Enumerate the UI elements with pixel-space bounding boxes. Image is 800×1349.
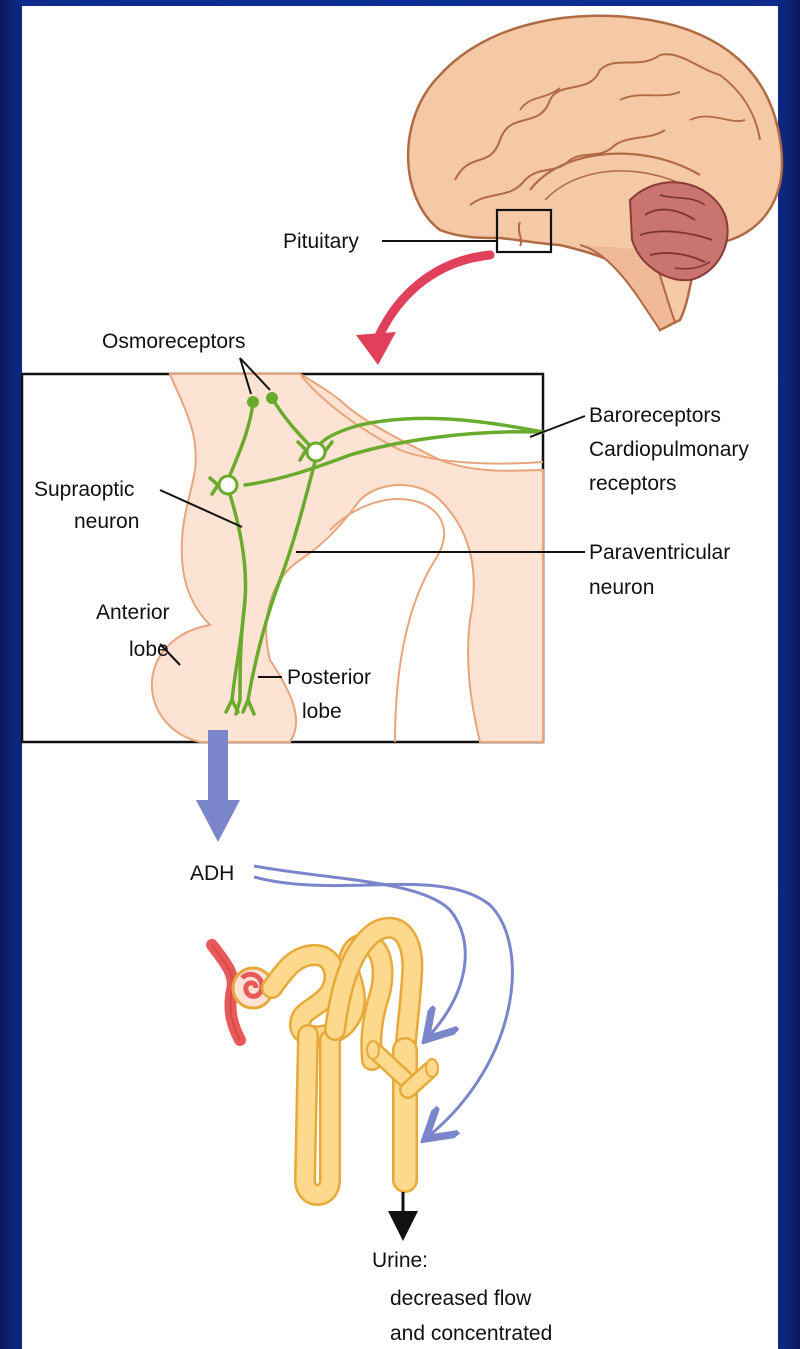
- urine-label-line3: and concentrated: [390, 1322, 552, 1345]
- osmoreceptors-label: Osmoreceptors: [102, 330, 246, 353]
- anterior-lobe-label-line2: lobe: [129, 638, 169, 661]
- posterior-lobe-label-line2: lobe: [302, 700, 342, 723]
- baroreceptors-label-line3: receptors: [589, 472, 677, 495]
- brain-illustration: [408, 16, 782, 330]
- supraoptic-cell-body: [219, 476, 237, 494]
- paraventricular-label-line2: neuron: [589, 576, 654, 599]
- posterior-lobe-label-line1: Posterior: [287, 666, 371, 689]
- supraoptic-label-line1: Supraoptic: [34, 478, 134, 501]
- osmoreceptor-1: [247, 396, 259, 408]
- pituitary-label: Pituitary: [283, 230, 359, 253]
- osmoreceptor-2: [266, 392, 278, 404]
- paraventricular-cell-body: [307, 443, 325, 461]
- zoom-arrow: [356, 255, 490, 365]
- adh-label: ADH: [190, 862, 234, 885]
- adh-release-arrow: [196, 730, 240, 842]
- nephron-illustration: [212, 928, 438, 1195]
- baroreceptors-label-line1: Baroreceptors: [589, 404, 721, 427]
- urine-label-line2: decreased flow: [390, 1287, 532, 1310]
- anterior-lobe-label-line1: Anterior: [96, 601, 170, 624]
- paraventricular-label-line1: Paraventricular: [589, 541, 730, 564]
- urine-label-line1: Urine:: [372, 1249, 428, 1272]
- baroreceptors-label-line2: Cardiopulmonary: [589, 438, 749, 461]
- hypothalamus-pituitary-inset: [22, 374, 543, 742]
- supraoptic-label-line2: neuron: [74, 510, 139, 533]
